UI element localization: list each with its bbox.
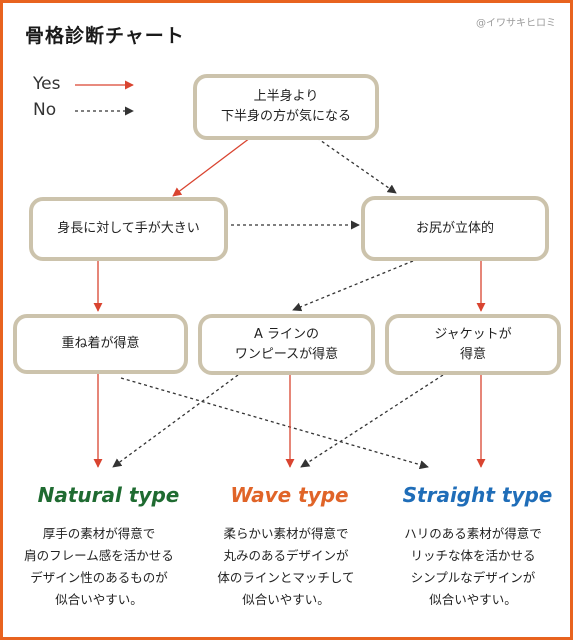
page-title: 骨格診断チャート — [25, 25, 185, 47]
straight-desc-line: シンプルなデザインが — [410, 570, 536, 585]
wave-type-description: 柔らかい素材が得意で 丸みのあるデザインが 体のラインとマッチして 似合いやすい… — [196, 523, 376, 611]
arrow-start-yes — [172, 137, 251, 197]
straight-desc-line: ハリのある素材が得意で — [404, 526, 542, 541]
natural-desc-line: 似合いやすい。 — [55, 592, 143, 607]
straight-desc-line: 似合いやすい。 — [429, 592, 517, 607]
jacket-result-line-1: ジャケットが — [434, 326, 512, 342]
jacket-result-line-2: 得意 — [459, 346, 486, 362]
aline-result-node: A ラインの ワンピースが得意 — [198, 314, 375, 375]
aline-result-line-2: ワンピースが得意 — [234, 346, 339, 362]
jacket-result-node: ジャケットが 得意 — [385, 314, 561, 375]
natural-desc-line: デザイン性のあるものが — [30, 570, 168, 585]
height-question-node: 身長に対して手が大きい — [29, 197, 228, 261]
hip-question-node: お尻が立体的 — [361, 196, 549, 261]
arrow-start-no — [316, 137, 397, 194]
wave-desc-line: 体のラインとマッチして — [217, 570, 355, 585]
straight-type-description: ハリのある素材が得意で リッチな体を活かせる シンプルなデザインが 似合いやすい… — [383, 523, 563, 611]
straight-type-title: Straight type — [402, 483, 553, 507]
legend-no-label: No — [33, 100, 57, 120]
arrow-hip-no — [292, 260, 414, 312]
start-question-node: 上半身より 下半身の方が気になる — [193, 74, 379, 140]
natural-type-title: Natural type — [37, 483, 180, 507]
aline-result-line-1: A ラインの — [253, 326, 319, 342]
straight-desc-line: リッチな体を活かせる — [410, 548, 536, 563]
wave-desc-line: 似合いやすい。 — [242, 592, 330, 607]
natural-desc-line: 厚手の素材が得意で — [42, 526, 156, 541]
height-question-text: 身長に対して手が大きい — [57, 221, 200, 236]
layered-result-text: 重ね着が得意 — [61, 336, 140, 351]
wave-desc-line: 柔らかい素材が得意で — [223, 526, 349, 541]
wave-desc-line: 丸みのあるデザインが — [223, 548, 349, 563]
arrow-jacket-no — [300, 374, 444, 468]
hip-question-text: お尻が立体的 — [415, 220, 494, 236]
author-credit: @イワサキヒロミ — [476, 18, 556, 29]
arrow-aline-no — [112, 374, 239, 468]
layered-result-node: 重ね着が得意 — [13, 314, 188, 374]
start-question-line-2: 下半身の方が気になる — [220, 109, 351, 124]
arrow-layered-no — [120, 377, 429, 470]
start-question-line-1: 上半身より — [253, 89, 319, 104]
legend-yes-label: Yes — [33, 74, 61, 94]
arrows-layer — [75, 80, 486, 470]
natural-desc-line: 肩のフレーム感を活かせる — [24, 548, 174, 563]
natural-type-description: 厚手の素材が得意で 肩のフレーム感を活かせる デザイン性のあるものが 似合いやす… — [9, 523, 189, 611]
wave-type-title: Wave type — [230, 483, 349, 507]
